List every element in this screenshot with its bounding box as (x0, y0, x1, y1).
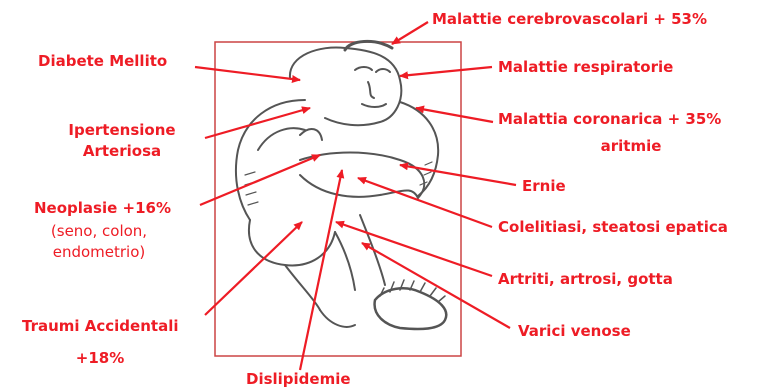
label-cerebrovascular-disease: Malattie cerebrovascolari + 53% (432, 10, 707, 29)
label-respiratory-disease: Malattie respiratorie (498, 58, 673, 77)
label-varicose-veins: Varici venose (518, 322, 631, 341)
arrow-dislipidemie (300, 170, 342, 370)
label-dyslipidemia: Dislipidemie (246, 370, 351, 389)
label-accidental-trauma: Traumi Accidentali (22, 317, 178, 336)
arrow-ipertensione (205, 108, 310, 138)
label-neoplasia-sub-line1: (seno, colon, (40, 222, 158, 241)
figure-frame (215, 42, 461, 356)
label-diabetes: Diabete Mellito (38, 52, 167, 71)
label-hypertension-line1: Ipertensione (64, 121, 180, 140)
label-neoplasia-sub-line2: endometrio) (40, 243, 158, 262)
label-cholelithiasis: Colelitiasi, steatosi epatica (498, 218, 728, 237)
obese-figure-illustration (236, 41, 446, 329)
label-arthritis: Artriti, artrosi, gotta (498, 270, 673, 289)
label-arrhythmia: aritmie (496, 137, 766, 156)
label-hypertension-line2: Arteriosa (64, 142, 180, 161)
label-accidental-trauma-percent: +18% (60, 349, 140, 368)
arrow-cerebro (392, 22, 428, 44)
arrow-neoplasie (200, 155, 320, 205)
arrow-respiratorie (400, 67, 492, 76)
label-neoplasia: Neoplasie +16% (34, 199, 171, 218)
arrow-artriti (336, 222, 492, 276)
label-coronary-disease: Malattia coronarica + 35% (498, 110, 721, 129)
arrow-diabete (195, 67, 300, 80)
arrow-ernie (400, 165, 516, 185)
label-hernia: Ernie (522, 177, 566, 196)
